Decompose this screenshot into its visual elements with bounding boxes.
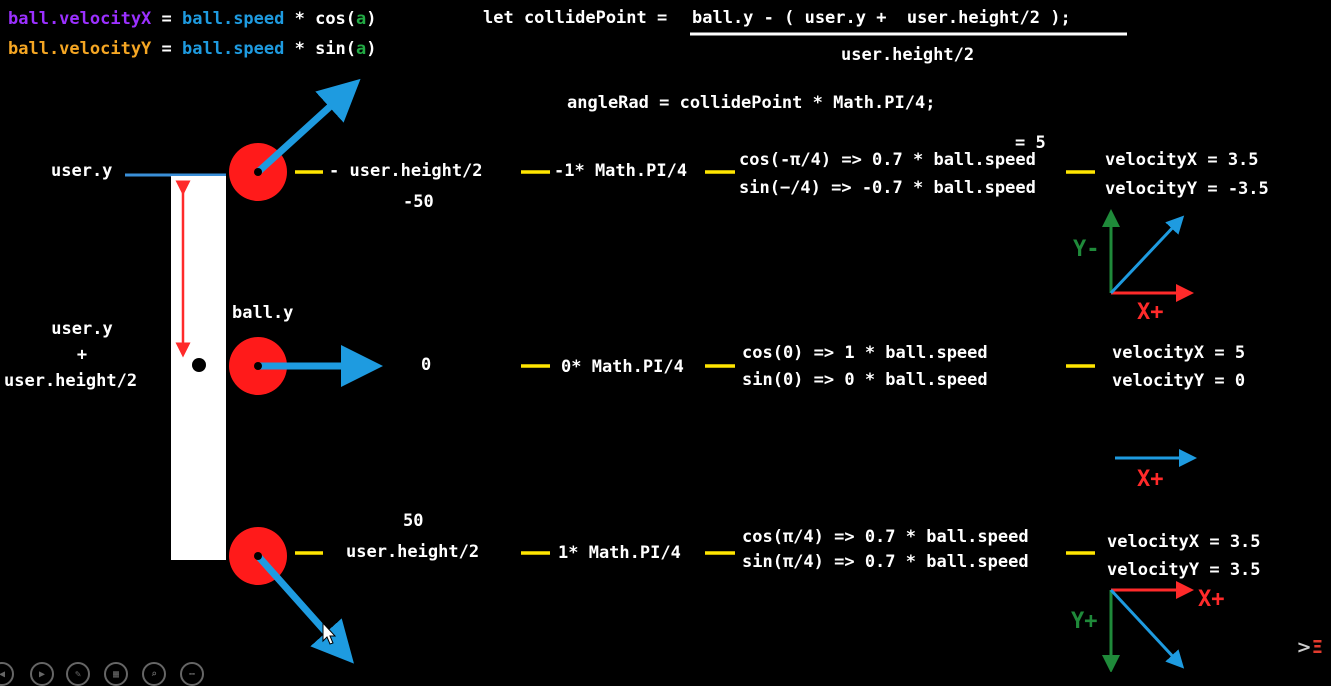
axis-label-x-plus-mid: X+ <box>1137 467 1164 492</box>
row3-vy: velocityY = 3.5 <box>1107 560 1261 580</box>
diagram-shapes <box>125 32 1197 672</box>
label-center-line3: user.height/2 <box>4 371 138 391</box>
next-icon[interactable]: ▶ <box>30 662 54 686</box>
row1-collide-value: -50 <box>403 192 434 212</box>
pen-icon[interactable]: ✎ <box>66 662 90 686</box>
mouse-cursor <box>322 621 337 645</box>
collide-formula-denominator: user.height/2 <box>841 45 975 65</box>
axis-label-y-minus: Y- <box>1073 237 1100 262</box>
label-user-y: user.y <box>51 161 113 181</box>
row3-cos: cos(π/4) => 0.7 * ball.speed <box>742 527 1029 547</box>
collide-formula-numerator: ball.y - ( user.y + user.height/2 ); <box>692 8 1071 28</box>
angle-formula: angleRad = collidePoint * Math.PI/4; <box>567 93 936 113</box>
row3-angle: 1* Math.PI/4 <box>558 543 681 563</box>
row1-collide: - user.height/2 <box>329 161 483 181</box>
velocity-vector-top <box>1109 215 1185 295</box>
row2-vx: velocityX = 5 <box>1112 343 1246 363</box>
velocity-vector-bottom <box>1109 588 1185 669</box>
row2-vy: velocityY = 0 <box>1112 371 1246 391</box>
label-center-line2: + <box>76 345 88 365</box>
logo-icon: >Ξ <box>1296 637 1323 658</box>
row3-sin: sin(π/4) => 0.7 * ball.speed <box>742 552 1029 572</box>
label-center-line1: user.y <box>51 319 113 339</box>
row1-angle: -1* Math.PI/4 <box>554 161 688 181</box>
axis-label-x-plus-bottom: X+ <box>1198 587 1225 612</box>
row1-vy: velocityY = -3.5 <box>1105 179 1269 199</box>
label-ball-y: ball.y <box>232 303 294 323</box>
collide-formula-prefix: let collidePoint = <box>483 8 678 28</box>
row1-speed-note: = 5 <box>1015 133 1046 153</box>
row1-cos: cos(-π/4) => 0.7 * ball.speed <box>739 150 1036 170</box>
row2-sin: sin(0) => 0 * ball.speed <box>742 370 988 390</box>
axis-label-y-plus: Y+ <box>1071 609 1098 634</box>
grid-icon[interactable]: ▦ <box>104 662 128 686</box>
row2-collide: 0 <box>421 355 432 375</box>
formula-velocity-x: ball.velocityX = ball.speed * cos(a) <box>8 9 377 29</box>
row3-collide-value: 50 <box>403 511 424 531</box>
zoom-icon[interactable]: ⌕ <box>142 662 166 686</box>
row1-vx: velocityX = 3.5 <box>1105 150 1259 170</box>
row3-collide: user.height/2 <box>346 542 480 562</box>
paddle-center-dot <box>192 358 206 372</box>
row1-sin: sin(−/4) => -0.7 * ball.speed <box>739 178 1036 198</box>
formula-velocity-y: ball.velocityY = ball.speed * sin(a) <box>8 39 377 59</box>
ball-top-arrow <box>255 78 361 175</box>
axis-label-x-plus-top: X+ <box>1137 300 1164 325</box>
row2-cos: cos(0) => 1 * ball.speed <box>742 343 988 363</box>
more-options-icon[interactable]: ⋯ <box>180 662 204 686</box>
row2-angle: 0* Math.PI/4 <box>561 357 684 377</box>
row3-vx: velocityX = 3.5 <box>1107 532 1261 552</box>
